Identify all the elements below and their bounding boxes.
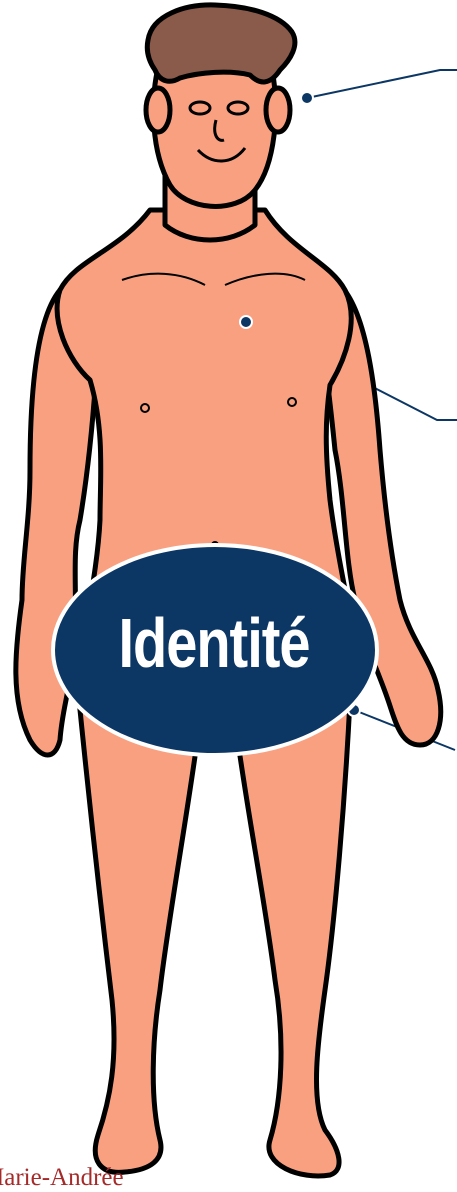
author-credit: Marie-Andrée: [0, 1164, 124, 1192]
left-ear: [146, 88, 170, 132]
dot-chest: [240, 316, 252, 328]
identity-badge-label: Identité: [54, 602, 374, 683]
right-leg: [235, 700, 350, 1176]
hair: [147, 5, 295, 82]
left-leg: [78, 690, 200, 1172]
leader-line-head: [307, 70, 457, 98]
dot-head: [301, 92, 313, 104]
right-ear: [266, 88, 290, 132]
